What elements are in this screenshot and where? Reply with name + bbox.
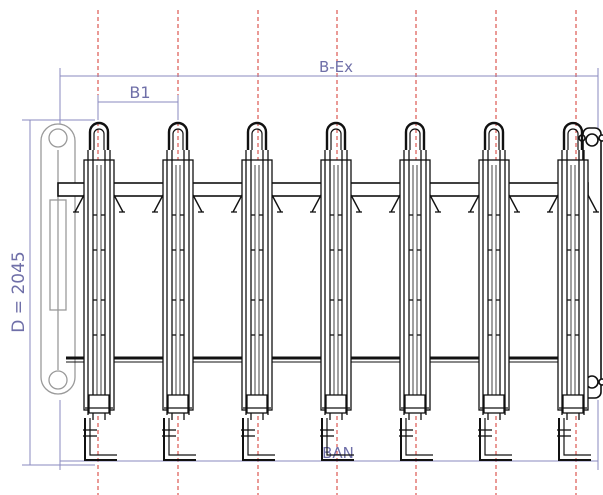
rack-unit-5 bbox=[389, 121, 441, 461]
wheel-channel bbox=[557, 159, 589, 411]
wheel-hoop bbox=[404, 121, 426, 150]
left-top-mount-bolt bbox=[48, 128, 68, 148]
foot-bracket bbox=[400, 418, 433, 461]
base-width-label: BAN bbox=[322, 444, 354, 462]
foot-bracket bbox=[84, 418, 117, 461]
wheel-channel bbox=[320, 159, 352, 411]
foot-bracket bbox=[558, 418, 591, 461]
clamp-block bbox=[88, 394, 110, 414]
rack-unit-7 bbox=[547, 121, 599, 461]
wheel-hoop bbox=[246, 121, 268, 150]
clamp-block bbox=[562, 394, 584, 414]
clamp-block bbox=[167, 394, 189, 414]
wheel-hoop bbox=[483, 121, 505, 150]
rack-unit-3 bbox=[231, 121, 283, 461]
wheel-channel bbox=[399, 159, 431, 411]
wheel-hoop bbox=[88, 121, 110, 150]
wheel-hoop bbox=[325, 121, 347, 150]
overall-width-label: B-Ex bbox=[319, 58, 353, 76]
rack-unit-2 bbox=[152, 121, 204, 461]
foot-bracket bbox=[242, 418, 275, 461]
wheel-hoop bbox=[562, 121, 584, 150]
pitch-label: B1 bbox=[129, 83, 150, 102]
wheel-channel bbox=[478, 159, 510, 411]
depth-label: D = 2045 bbox=[9, 251, 29, 332]
bike-rack-units bbox=[73, 121, 599, 461]
rack-unit-6 bbox=[468, 121, 520, 461]
left-wall-plate bbox=[40, 123, 76, 395]
clamp-block bbox=[246, 394, 268, 414]
wheel-hoop bbox=[167, 121, 189, 150]
right-top-mount-bolt bbox=[585, 133, 599, 147]
clamp-block bbox=[404, 394, 426, 414]
foot-bracket bbox=[163, 418, 196, 461]
wheel-channel bbox=[83, 159, 115, 411]
rack-unit-1 bbox=[73, 121, 125, 461]
foot-bracket bbox=[321, 418, 354, 461]
wheel-channel bbox=[162, 159, 194, 411]
foot-bracket bbox=[479, 418, 512, 461]
left-bottom-mount-bolt bbox=[48, 370, 68, 390]
rack-unit-4 bbox=[310, 121, 362, 461]
dimension-lines bbox=[22, 68, 599, 470]
clamp-block bbox=[325, 394, 347, 414]
clamp-block bbox=[483, 394, 505, 414]
bay-center-lines bbox=[97, 10, 577, 495]
